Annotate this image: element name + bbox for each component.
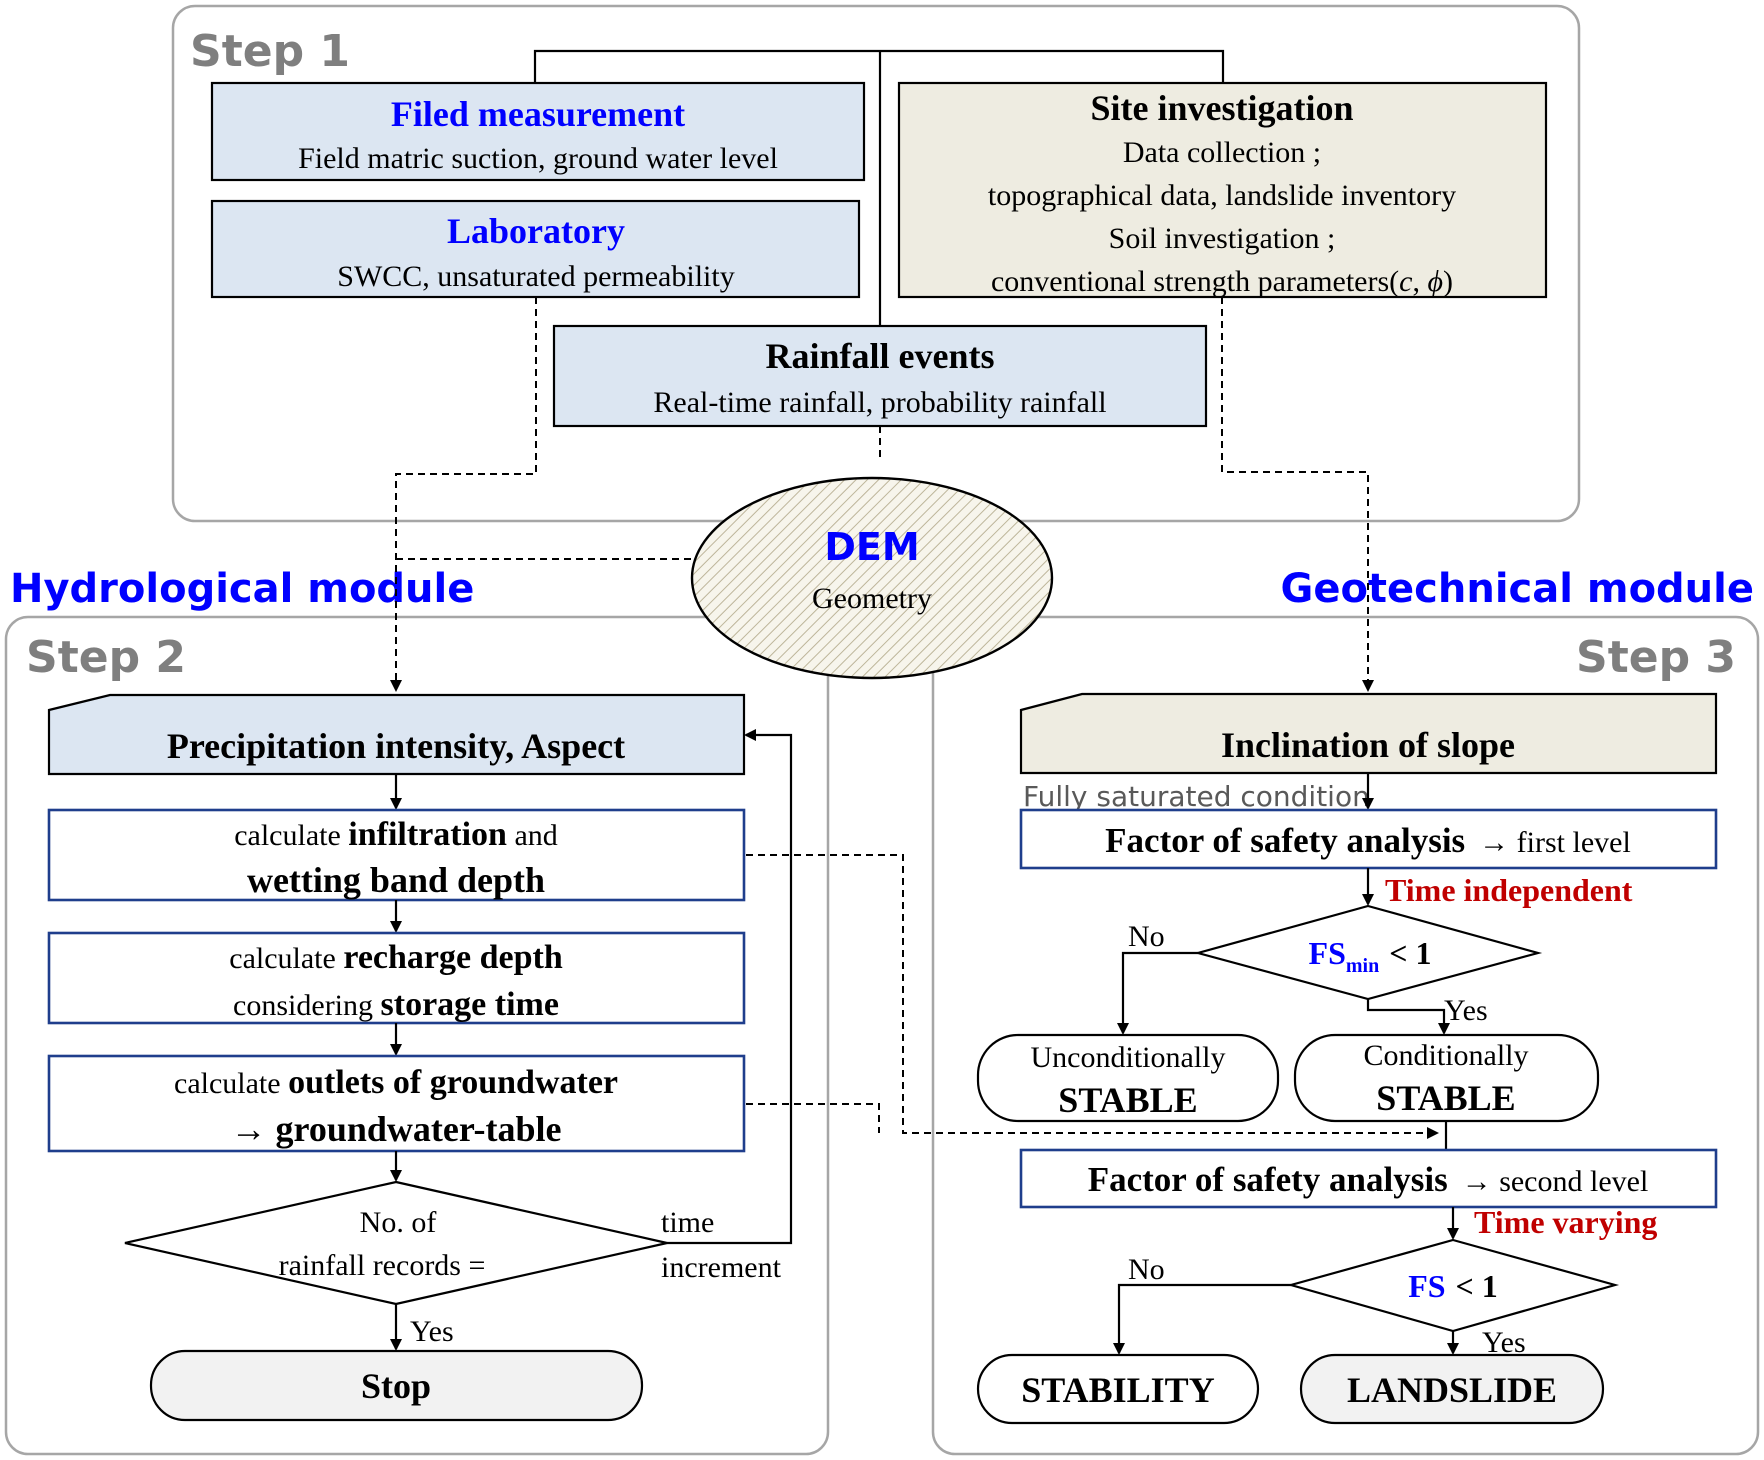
rainfall-events-title: Rainfall events [766,336,995,376]
arrow-decision1-yes [1366,999,1450,1035]
fsmin-decision: FSmin< 1 [1193,904,1543,1001]
dem-title: DEM [824,525,919,569]
decision-line2: rainfall records = [279,1249,486,1282]
connector-outlets-to-step3 [746,1103,880,1133]
arrow-decision1-no [1117,951,1198,1035]
yes-label-decision1: Yes [1444,994,1488,1027]
rainfall-events-detail: Real-time rainfall, probability rainfall [653,386,1106,419]
step2-panel [4,615,830,1456]
yes-label-decision2: Yes [1482,1326,1526,1359]
conditionally-stable-terminal: Conditionally STABLE [1293,1033,1600,1123]
infiltration-line2: wetting band depth [247,860,545,900]
connector-site-to-inclination [1221,297,1374,692]
step2-label: Step 2 [26,632,186,683]
infiltration-box: calculate infiltration and wetting band … [47,808,746,902]
fs-first-level-box: Factor of safety analysis→ first level [1019,808,1718,870]
time-label: time [661,1206,714,1239]
fs-decision: FS< 1 [1286,1238,1620,1333]
time-independent-label: Time independent [1385,872,1633,908]
no-label-decision1: No [1128,920,1165,953]
yes-label-step2: Yes [410,1315,454,1348]
connector-laboratory-to-precipitation [390,297,537,692]
stability-terminal: STABILITY [976,1353,1260,1425]
fs-second-level-text: Factor of safety analysis→ second level [1088,1160,1649,1199]
precipitation-title: Precipitation intensity, Aspect [167,726,625,766]
filed-measurement-title: Filed measurement [391,94,685,134]
arrow-decision2-no [1113,1283,1291,1355]
stop-label: Stop [361,1366,431,1406]
time-varying-label: Time varying [1474,1204,1657,1240]
outlets-line2: → groundwater-table [231,1109,562,1149]
laboratory-detail: SWCC, unsaturated permeability [337,260,734,293]
increment-label: increment [661,1251,782,1284]
site-investigation-line3: Soil investigation ; [1109,222,1336,255]
step1-label: Step 1 [190,26,350,77]
site-investigation-box: Site investigation Data collection ; top… [897,81,1548,299]
fs-second-level-box: Factor of safety analysis→ second level [1019,1148,1718,1209]
landslide-label: LANDSLIDE [1347,1370,1557,1410]
decision-line1: No. of [360,1206,437,1239]
recharge-line2: considering storage time [233,986,559,1023]
dem-subtitle: Geometry [812,582,932,615]
outlets-line1: calculate outlets of groundwater [174,1064,618,1101]
geotechnical-module-label: Geotechnical module [1280,566,1754,612]
no-label-decision2: No [1128,1253,1165,1286]
connector-time-increment-loop [667,729,793,1245]
site-investigation-line2: topographical data, landslide inventory [988,179,1456,212]
site-investigation-title: Site investigation [1090,88,1353,128]
infiltration-line1: calculate infiltration and [234,816,558,853]
outlets-box: calculate outlets of groundwater → groun… [47,1054,746,1153]
conditionally-label: Conditionally [1364,1039,1529,1072]
rainfall-records-decision: No. of rainfall records = [124,1180,668,1306]
step3-label: Step 3 [1576,632,1736,683]
filed-measurement-detail: Field matric suction, ground water level [298,142,778,175]
dem-ellipse: DEM Geometry [690,476,1054,680]
connector-infiltration-to-step3 [746,854,1439,1139]
unconditionally-stable-terminal: Unconditionally STABLE [976,1033,1280,1123]
conditionally-stable-label: STABLE [1376,1078,1515,1118]
inclination-title: Inclination of slope [1221,725,1515,765]
unconditionally-label: Unconditionally [1031,1041,1226,1074]
site-investigation-line1: Data collection ; [1123,136,1321,169]
fs-decision-text: FS< 1 [1408,1268,1498,1304]
inclination-box: Inclination of slope [1019,692,1718,775]
stability-label: STABILITY [1021,1370,1214,1410]
laboratory-box: Laboratory SWCC, unsaturated permeabilit… [210,199,861,299]
stop-terminal: Stop [149,1349,644,1422]
landslide-terminal: LANDSLIDE [1299,1353,1605,1425]
fully-saturated-label: Fully saturated condition [1023,780,1370,813]
fs-first-level-text: Factor of safety analysis→ first level [1105,821,1631,860]
recharge-line1: calculate recharge depth [229,939,563,976]
precipitation-box: Precipitation intensity, Aspect [47,693,746,776]
recharge-box: calculate recharge depth considering sto… [47,931,746,1025]
filed-measurement-box: Filed measurement Field matric suction, … [210,81,866,182]
unconditionally-stable-label: STABLE [1058,1080,1197,1120]
laboratory-title: Laboratory [447,211,625,251]
step3-panel [931,615,1760,1456]
hydrological-module-label: Hydrological module [10,566,474,612]
site-investigation-line4: conventional strength parameters(c, ϕ) [991,265,1453,298]
rainfall-events-box: Rainfall events Real-time rainfall, prob… [552,324,1208,428]
fsmin-decision-text: FSmin< 1 [1309,935,1432,977]
